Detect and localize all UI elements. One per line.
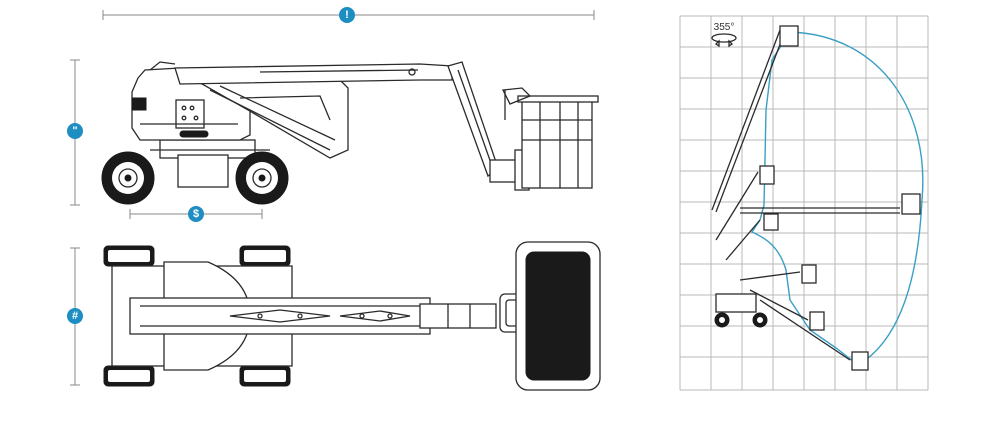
overall-length-marker-label: ! [345,9,349,21]
boom-position-horizontal [740,193,921,215]
range-grid [679,15,929,391]
top-view-drawing [103,241,601,391]
range-machine-base [714,293,768,328]
working-envelope [750,31,924,366]
working-range-chart: 355° [679,15,929,391]
rear-wheel-side [235,151,289,205]
boom-position-low [739,264,869,371]
front-wheel-side [101,151,155,205]
overall-length-marker: ! [339,7,355,23]
wheelbase-marker: $ [188,206,204,222]
overall-width-marker: # [67,308,83,324]
stowed-height-marker-label: " [72,125,77,137]
boom-position-mid [715,165,779,261]
rotation-label: 355° [714,22,735,33]
stowed-height-marker: " [67,123,83,139]
boom-position-vertical [711,25,799,213]
overall-width-marker-label: # [72,310,78,322]
rotation-indicator: 355° [711,22,737,48]
side-view-drawing [101,61,599,205]
wheelbase-marker-label: $ [193,208,199,220]
